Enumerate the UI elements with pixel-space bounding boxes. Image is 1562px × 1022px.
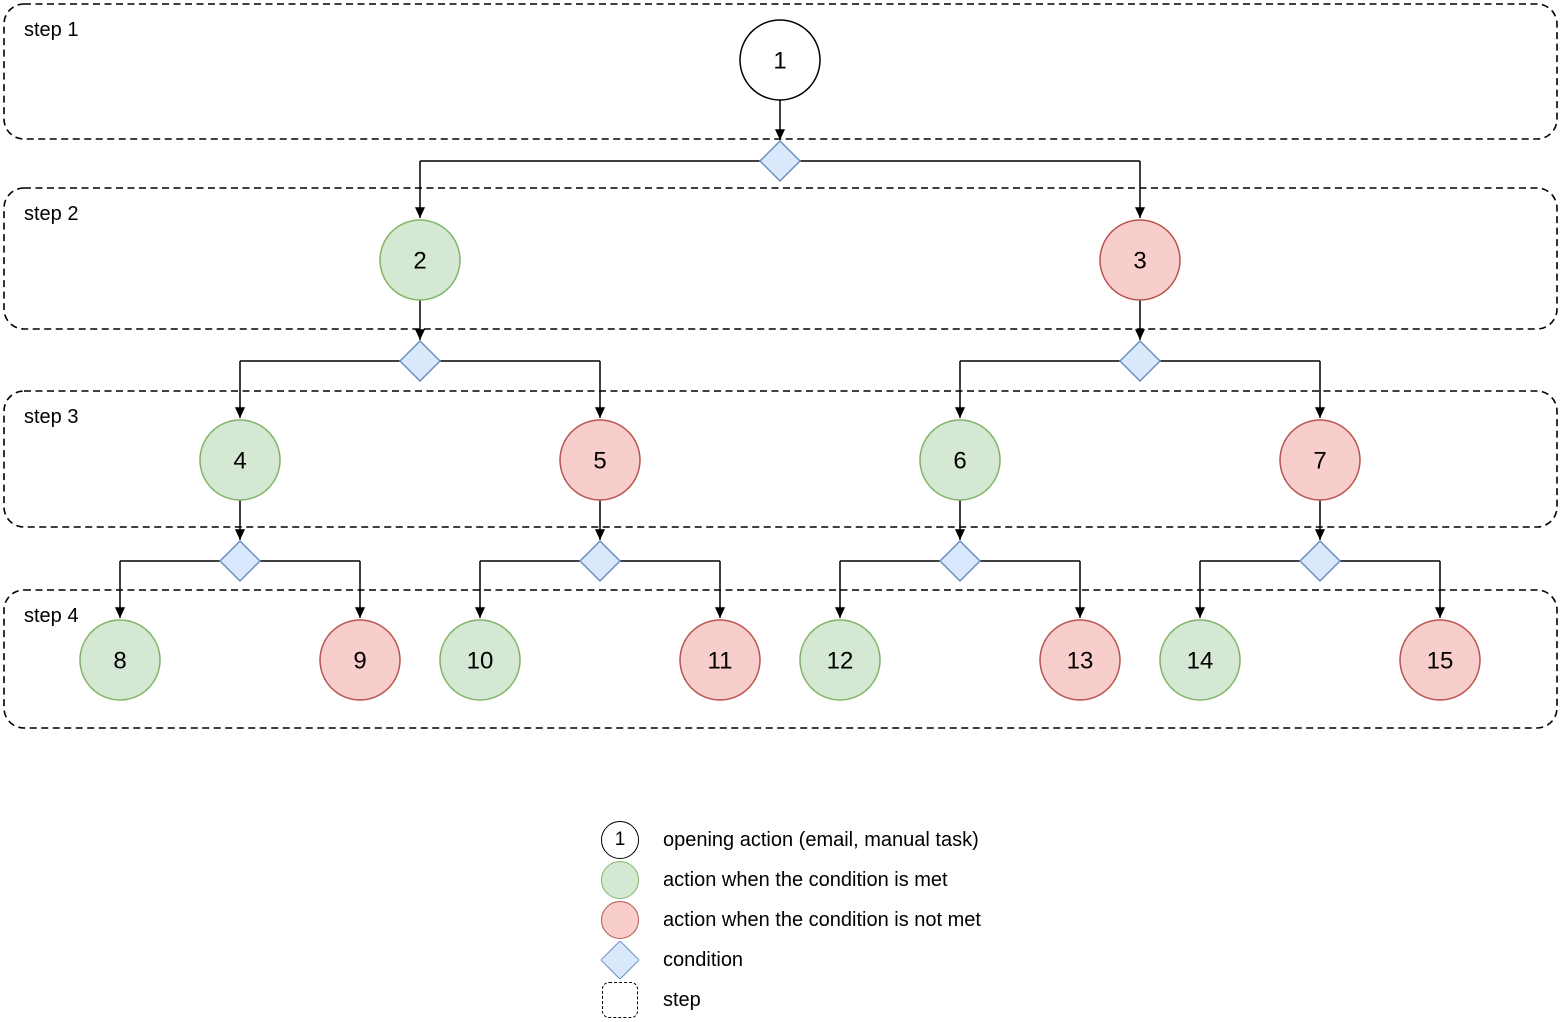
legend-label: condition <box>663 948 744 971</box>
legend-icon-cell <box>600 900 640 940</box>
legend-label: action when the condition is not met <box>663 908 981 931</box>
step-label-2: step 2 <box>24 203 78 225</box>
condition-diamond-6 <box>938 539 982 583</box>
condition-met-icon <box>601 861 639 899</box>
condition-not-met-icon <box>601 901 639 939</box>
legend-item-condition: condition <box>600 940 1220 980</box>
step-box-4 <box>3 589 1558 729</box>
node-3 <box>1099 219 1181 301</box>
node-1 <box>739 19 821 101</box>
legend-item-condition-not-met: action when the condition is not met <box>600 900 1220 940</box>
step-label-1: step 1 <box>24 19 78 41</box>
opening-action-icon: 1 <box>601 821 639 859</box>
condition-diamond-4 <box>218 539 262 583</box>
legend: 1 opening action (email, manual task) ac… <box>600 820 1220 1020</box>
legend-icon-cell <box>600 860 640 900</box>
node-5 <box>559 419 641 501</box>
step-icon <box>602 982 638 1018</box>
legend-label: opening action (email, manual task) <box>663 828 979 851</box>
legend-icon-cell <box>600 980 640 1020</box>
node-label-6: 6 <box>953 447 966 474</box>
node-label-7: 7 <box>1313 447 1326 474</box>
node-4 <box>199 419 281 501</box>
node-10 <box>439 619 521 701</box>
node-label-10: 10 <box>467 647 494 674</box>
legend-icon-cell <box>600 940 640 980</box>
step-box-2 <box>3 187 1558 330</box>
node-13 <box>1039 619 1121 701</box>
legend-item-condition-met: action when the condition is met <box>600 860 1220 900</box>
node-8 <box>79 619 161 701</box>
node-11 <box>679 619 761 701</box>
node-12 <box>799 619 881 701</box>
node-14 <box>1159 619 1241 701</box>
legend-item-step: step <box>600 980 1220 1020</box>
node-label-13: 13 <box>1067 647 1094 674</box>
node-label-5: 5 <box>593 447 606 474</box>
condition-diamond-5 <box>578 539 622 583</box>
condition-diamond-7 <box>1298 539 1342 583</box>
node-label-14: 14 <box>1187 647 1214 674</box>
node-label-2: 2 <box>413 247 426 274</box>
node-label-12: 12 <box>827 647 854 674</box>
node-label-8: 8 <box>113 647 126 674</box>
node-label-11: 11 <box>708 647 733 674</box>
node-label-15: 15 <box>1427 647 1454 674</box>
condition-diamond-1 <box>758 139 802 183</box>
condition-diamond-2 <box>398 339 442 383</box>
node-label-3: 3 <box>1133 247 1146 274</box>
node-6 <box>919 419 1001 501</box>
legend-label: step <box>663 988 701 1011</box>
node-label-1: 1 <box>773 47 786 74</box>
node-9 <box>319 619 401 701</box>
legend-circle-number: 1 <box>614 829 626 850</box>
node-2 <box>379 219 461 301</box>
node-label-9: 9 <box>353 647 366 674</box>
step-box-3 <box>3 390 1558 528</box>
legend-label: action when the condition is met <box>663 868 948 891</box>
node-7 <box>1279 419 1361 501</box>
condition-diamond-3 <box>1118 339 1162 383</box>
legend-icon-cell: 1 <box>600 820 640 860</box>
condition-icon <box>600 940 640 980</box>
node-label-4: 4 <box>233 447 246 474</box>
step-label-3: step 3 <box>24 406 78 428</box>
step-label-4: step 4 <box>24 605 78 627</box>
legend-item-opening-action: 1 opening action (email, manual task) <box>600 820 1220 860</box>
node-15 <box>1399 619 1481 701</box>
